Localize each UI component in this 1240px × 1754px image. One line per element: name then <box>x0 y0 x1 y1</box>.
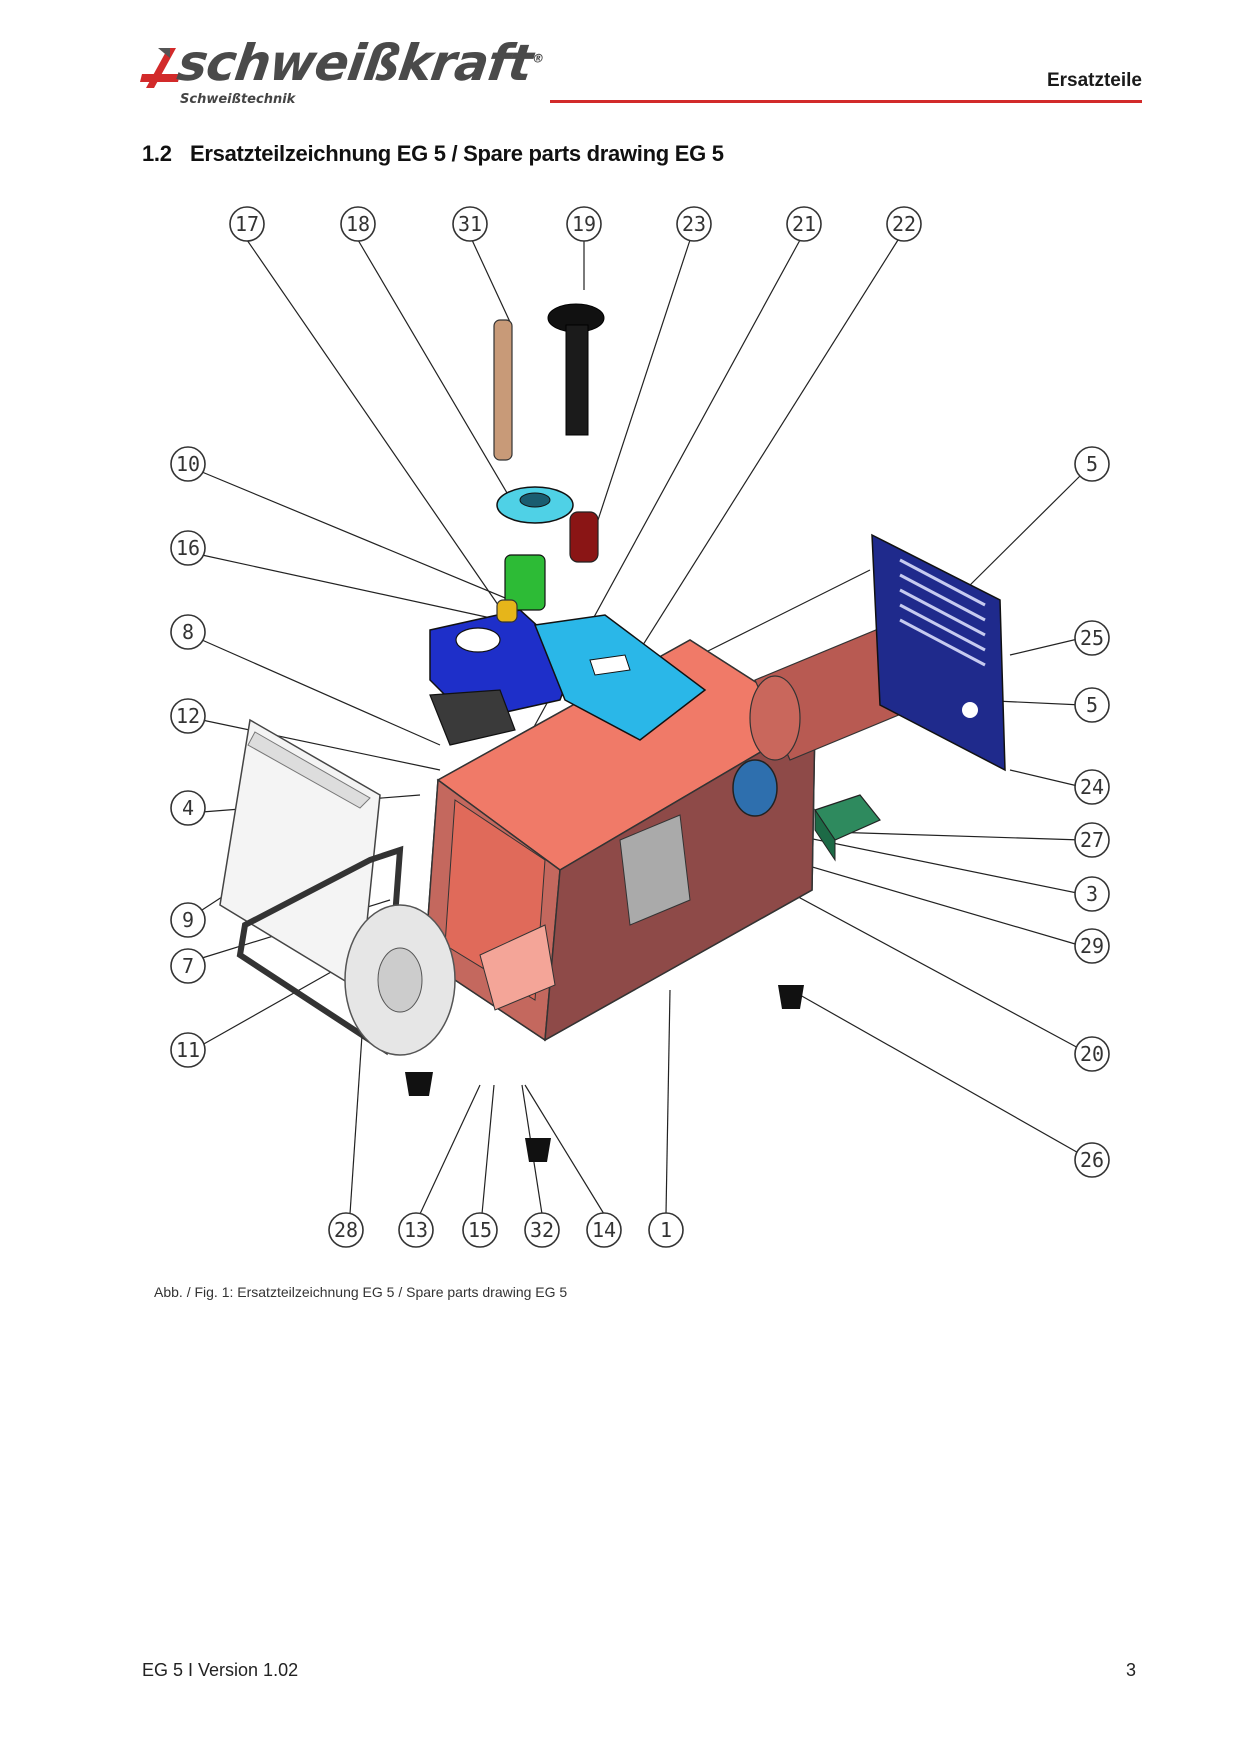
callout-25 <box>1074 620 1110 656</box>
callout-28 <box>328 1212 364 1248</box>
figure-caption: Abb. / Fig. 1: Ersatzteilzeichnung EG 5 … <box>154 1284 568 1300</box>
callout-number: 4 <box>182 796 194 820</box>
callout-number: 28 <box>334 1218 358 1242</box>
callout-number: 25 <box>1080 626 1104 650</box>
section-label: Ersatzteile <box>1046 70 1142 91</box>
callout-number: 31 <box>458 212 482 236</box>
callout-number: 1 <box>660 1218 672 1242</box>
callout-23 <box>676 206 712 242</box>
callout-5a <box>1074 446 1110 482</box>
callout-26 <box>1074 1142 1110 1178</box>
callout-22 <box>886 206 922 242</box>
terminal-block <box>814 794 881 862</box>
callout-numbers: 17 18 31 19 23 21 22 10 16 8 12 4 9 7 11… <box>176 212 1104 1242</box>
callout-number: 10 <box>176 452 200 476</box>
callout-14 <box>586 1212 622 1248</box>
rubber-feet <box>405 985 804 1162</box>
callout-number: 18 <box>346 212 370 236</box>
page-number: 3 <box>1125 1660 1136 1680</box>
callout-20 <box>1074 1036 1110 1072</box>
callout-7 <box>170 948 206 984</box>
callout-number: 17 <box>235 212 259 236</box>
brand-subtitle: Schweißtechnik <box>180 92 296 107</box>
callout-12 <box>170 698 206 734</box>
callout-18 <box>340 206 376 242</box>
section-number: 1.2 <box>142 141 172 166</box>
callout-number: 21 <box>792 212 816 236</box>
spare-parts-drawing: 17 18 31 19 23 21 22 10 16 8 12 4 9 7 11… <box>170 206 1110 1248</box>
callout-number: 27 <box>1080 828 1104 852</box>
callout-8 <box>170 614 206 650</box>
callout-number: 5 <box>1086 693 1098 717</box>
callout-13 <box>398 1212 434 1248</box>
callout-1 <box>648 1212 684 1248</box>
callout-number: 3 <box>1086 882 1098 906</box>
callout-4 <box>170 790 206 826</box>
footer-doc-version: EG 5 I Version 1.02 <box>142 1660 299 1680</box>
guard-plate <box>871 533 1006 772</box>
callout-number: 24 <box>1080 775 1104 799</box>
section-title: Ersatzteilzeichnung EG 5 / Spare parts d… <box>190 141 724 166</box>
callout-27 <box>1074 822 1110 858</box>
callout-number: 12 <box>176 704 200 728</box>
front-cover <box>219 718 456 1056</box>
callout-number: 8 <box>182 620 194 644</box>
callout-17 <box>229 206 265 242</box>
brand-logo: schweißkraft® Schweißtechnik <box>140 34 544 108</box>
header-divider <box>550 100 1142 103</box>
logo-mark-icon <box>140 48 180 88</box>
callout-29 <box>1074 928 1110 964</box>
callout-number: 19 <box>572 212 596 236</box>
section-heading: 1.2 Ersatzteilzeichnung EG 5 / Spare part… <box>142 141 724 167</box>
callout-16 <box>170 530 206 566</box>
callout-number: 20 <box>1080 1042 1104 1066</box>
callout-10 <box>170 446 206 482</box>
callout-15 <box>462 1212 498 1248</box>
callout-19 <box>566 206 602 242</box>
callout-9 <box>170 902 206 938</box>
callout-31 <box>452 206 488 242</box>
clamp-assembly <box>429 609 707 746</box>
callout-32 <box>524 1212 560 1248</box>
callout-5b <box>1074 687 1110 723</box>
callout-number: 26 <box>1080 1148 1104 1172</box>
spindle-parts <box>493 303 605 623</box>
callout-number: 15 <box>468 1218 492 1242</box>
callout-number: 13 <box>404 1218 428 1242</box>
base-housing <box>424 639 817 1042</box>
callout-number: 22 <box>892 212 916 236</box>
callout-number: 11 <box>176 1038 200 1062</box>
callout-21 <box>786 206 822 242</box>
callout-3 <box>1074 876 1110 912</box>
callout-number: 29 <box>1080 934 1104 958</box>
callout-number: 32 <box>530 1218 554 1242</box>
callout-number: 14 <box>592 1218 616 1242</box>
callout-24 <box>1074 769 1110 805</box>
callout-number: 23 <box>682 212 706 236</box>
callout-number: 9 <box>182 908 194 932</box>
callout-number: 16 <box>176 536 200 560</box>
callout-number: 5 <box>1086 452 1098 476</box>
callout-bubbles <box>170 206 1110 1248</box>
callout-number: 7 <box>182 954 194 978</box>
callout-11 <box>170 1032 206 1068</box>
